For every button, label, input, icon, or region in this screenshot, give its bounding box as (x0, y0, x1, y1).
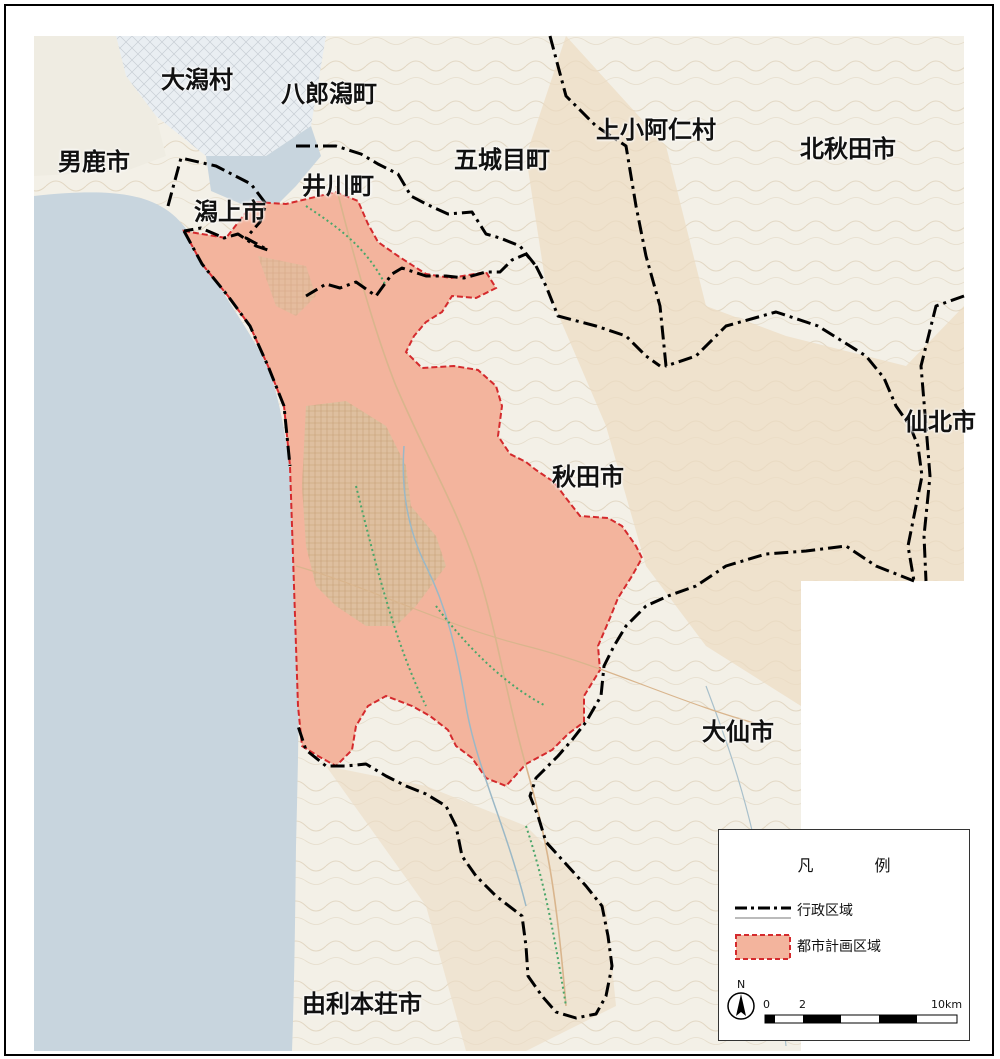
lagoon (206, 126, 321, 206)
label-katagami: 潟上市 (194, 198, 266, 226)
label-gojome: 五城目町 (454, 146, 550, 174)
label-ogata: 大潟村 (161, 66, 233, 94)
legend-title: 凡 例 (797, 856, 919, 875)
legend-planning-area-label: 都市計画区域 (797, 939, 881, 955)
label-hachirogata: 八郎潟町 (281, 80, 377, 108)
label-kitaakita: 北秋田市 (800, 135, 896, 163)
label-yurihonjo: 由利本荘市 (302, 990, 422, 1018)
river (402, 445, 527, 907)
label-oga: 男鹿市 (58, 148, 130, 176)
scale-bar (764, 1014, 958, 1024)
north-label: N (737, 978, 746, 991)
legend-admin-boundary-label: 行政区域 (797, 903, 853, 919)
admin-boundaries (166, 35, 965, 1020)
north-arrow-icon (727, 992, 755, 1020)
map-frame: 大潟村 八郎潟町 男鹿市 潟上市 井川町 五城目町 上小阿仁村 北秋田市 仙北市… (4, 4, 994, 1056)
scale-tick-10: 10km (931, 998, 963, 1011)
road (335, 185, 567, 1007)
scale-tick-0: 0 (763, 998, 770, 1011)
scale-tick-2: 2 (799, 998, 806, 1011)
label-senboku: 仙北市 (904, 408, 976, 436)
label-ikawa: 井川町 (302, 172, 374, 200)
map-legend: 凡 例 行政区域 都市計画区域 N 0 2 10km (718, 829, 970, 1041)
admin-boundary-swatch (735, 906, 791, 919)
sea (34, 192, 299, 1052)
base-map (6, 6, 992, 1054)
label-kamikoani: 上小阿仁村 (596, 116, 716, 144)
city-planning-area (182, 190, 644, 788)
label-akita: 秋田市 (552, 463, 624, 491)
urban-core (302, 401, 446, 626)
planning-area-swatch (735, 934, 791, 960)
label-daisen: 大仙市 (702, 718, 774, 746)
